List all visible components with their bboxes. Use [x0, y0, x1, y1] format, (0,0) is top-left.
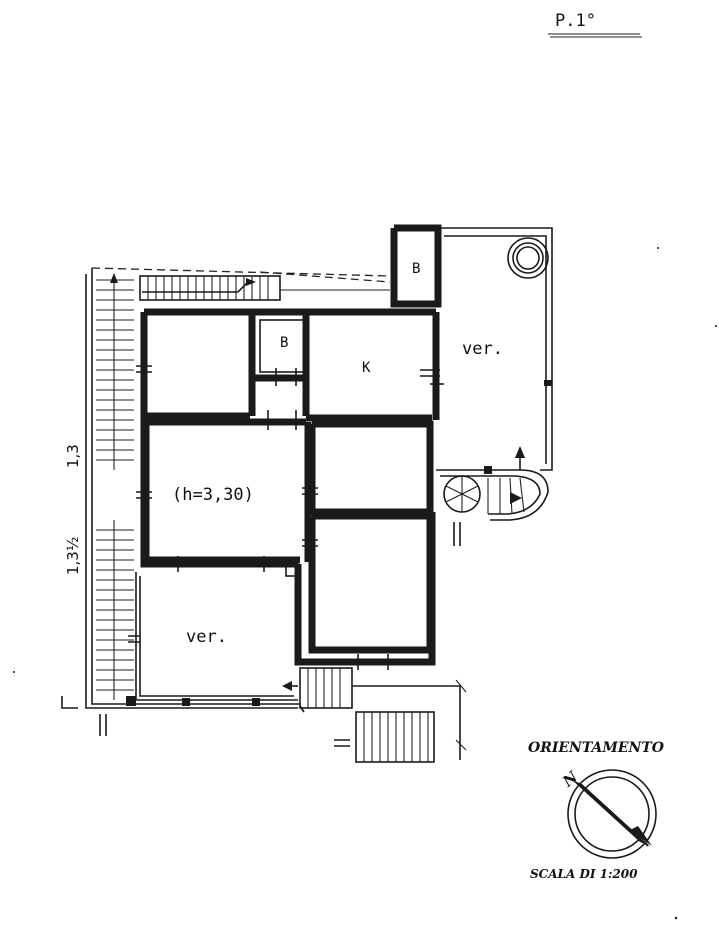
building-walls [140, 224, 553, 666]
section-marks [99, 522, 461, 736]
stair-top [91, 267, 391, 301]
stair-left-upper [96, 273, 134, 470]
room-label-living: (h=3,30) [172, 485, 254, 505]
openings [128, 365, 444, 670]
scan-specks [13, 247, 717, 920]
room-label-veranda-bottom: ver. [186, 627, 227, 647]
spiral-stair [436, 380, 552, 521]
room-label-bath-top: B [412, 261, 420, 277]
dimension-left-lower: 1,3½ [64, 537, 82, 575]
scale-label: SCALA DI 1:200 [530, 867, 638, 881]
orientation-block: ORIENTAMENTO N SCALA DI 1:200 [528, 740, 665, 881]
room-label-veranda-right: ver. [462, 339, 503, 359]
room-label-bath-center: B [280, 335, 288, 351]
stair-left-lower [96, 520, 134, 700]
terrace-outline [61, 268, 305, 713]
sheet-label: P.1° [555, 11, 596, 31]
veranda-bottom-outline [126, 572, 298, 706]
front-steps [282, 667, 467, 763]
washtub [507, 237, 549, 279]
sheet-label-group: P.1° [548, 11, 642, 38]
orientation-title: ORIENTAMENTO [528, 740, 665, 756]
bath-center-room [259, 319, 305, 373]
north-compass-icon [567, 769, 657, 859]
dimension-left-upper: 1,3 [64, 444, 82, 468]
room-label-kitchen: K [362, 360, 371, 376]
north-label: N [558, 767, 582, 791]
